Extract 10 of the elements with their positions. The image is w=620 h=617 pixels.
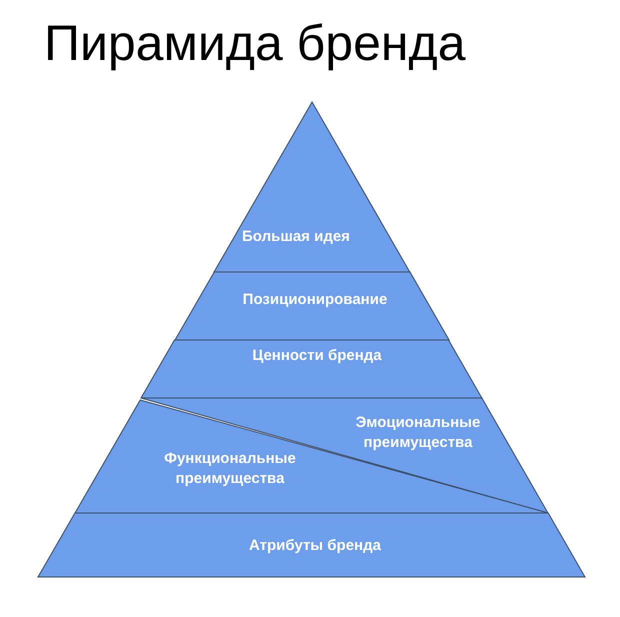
tier-label: Функциональные преимущества <box>163 448 297 489</box>
tier-label: Эмоциональные преимущества <box>354 412 482 453</box>
title: Пирамида бренда <box>44 14 466 72</box>
pyramid-tier <box>38 513 585 577</box>
tier-label: Ценности бренда <box>252 346 382 366</box>
tier-label: Позиционирование <box>242 290 388 310</box>
pyramid-tier <box>214 102 410 272</box>
pyramid-tier <box>174 272 449 340</box>
tier-label: Большая идея <box>242 226 350 247</box>
tier-label: Атрибуты бренда <box>249 536 381 556</box>
